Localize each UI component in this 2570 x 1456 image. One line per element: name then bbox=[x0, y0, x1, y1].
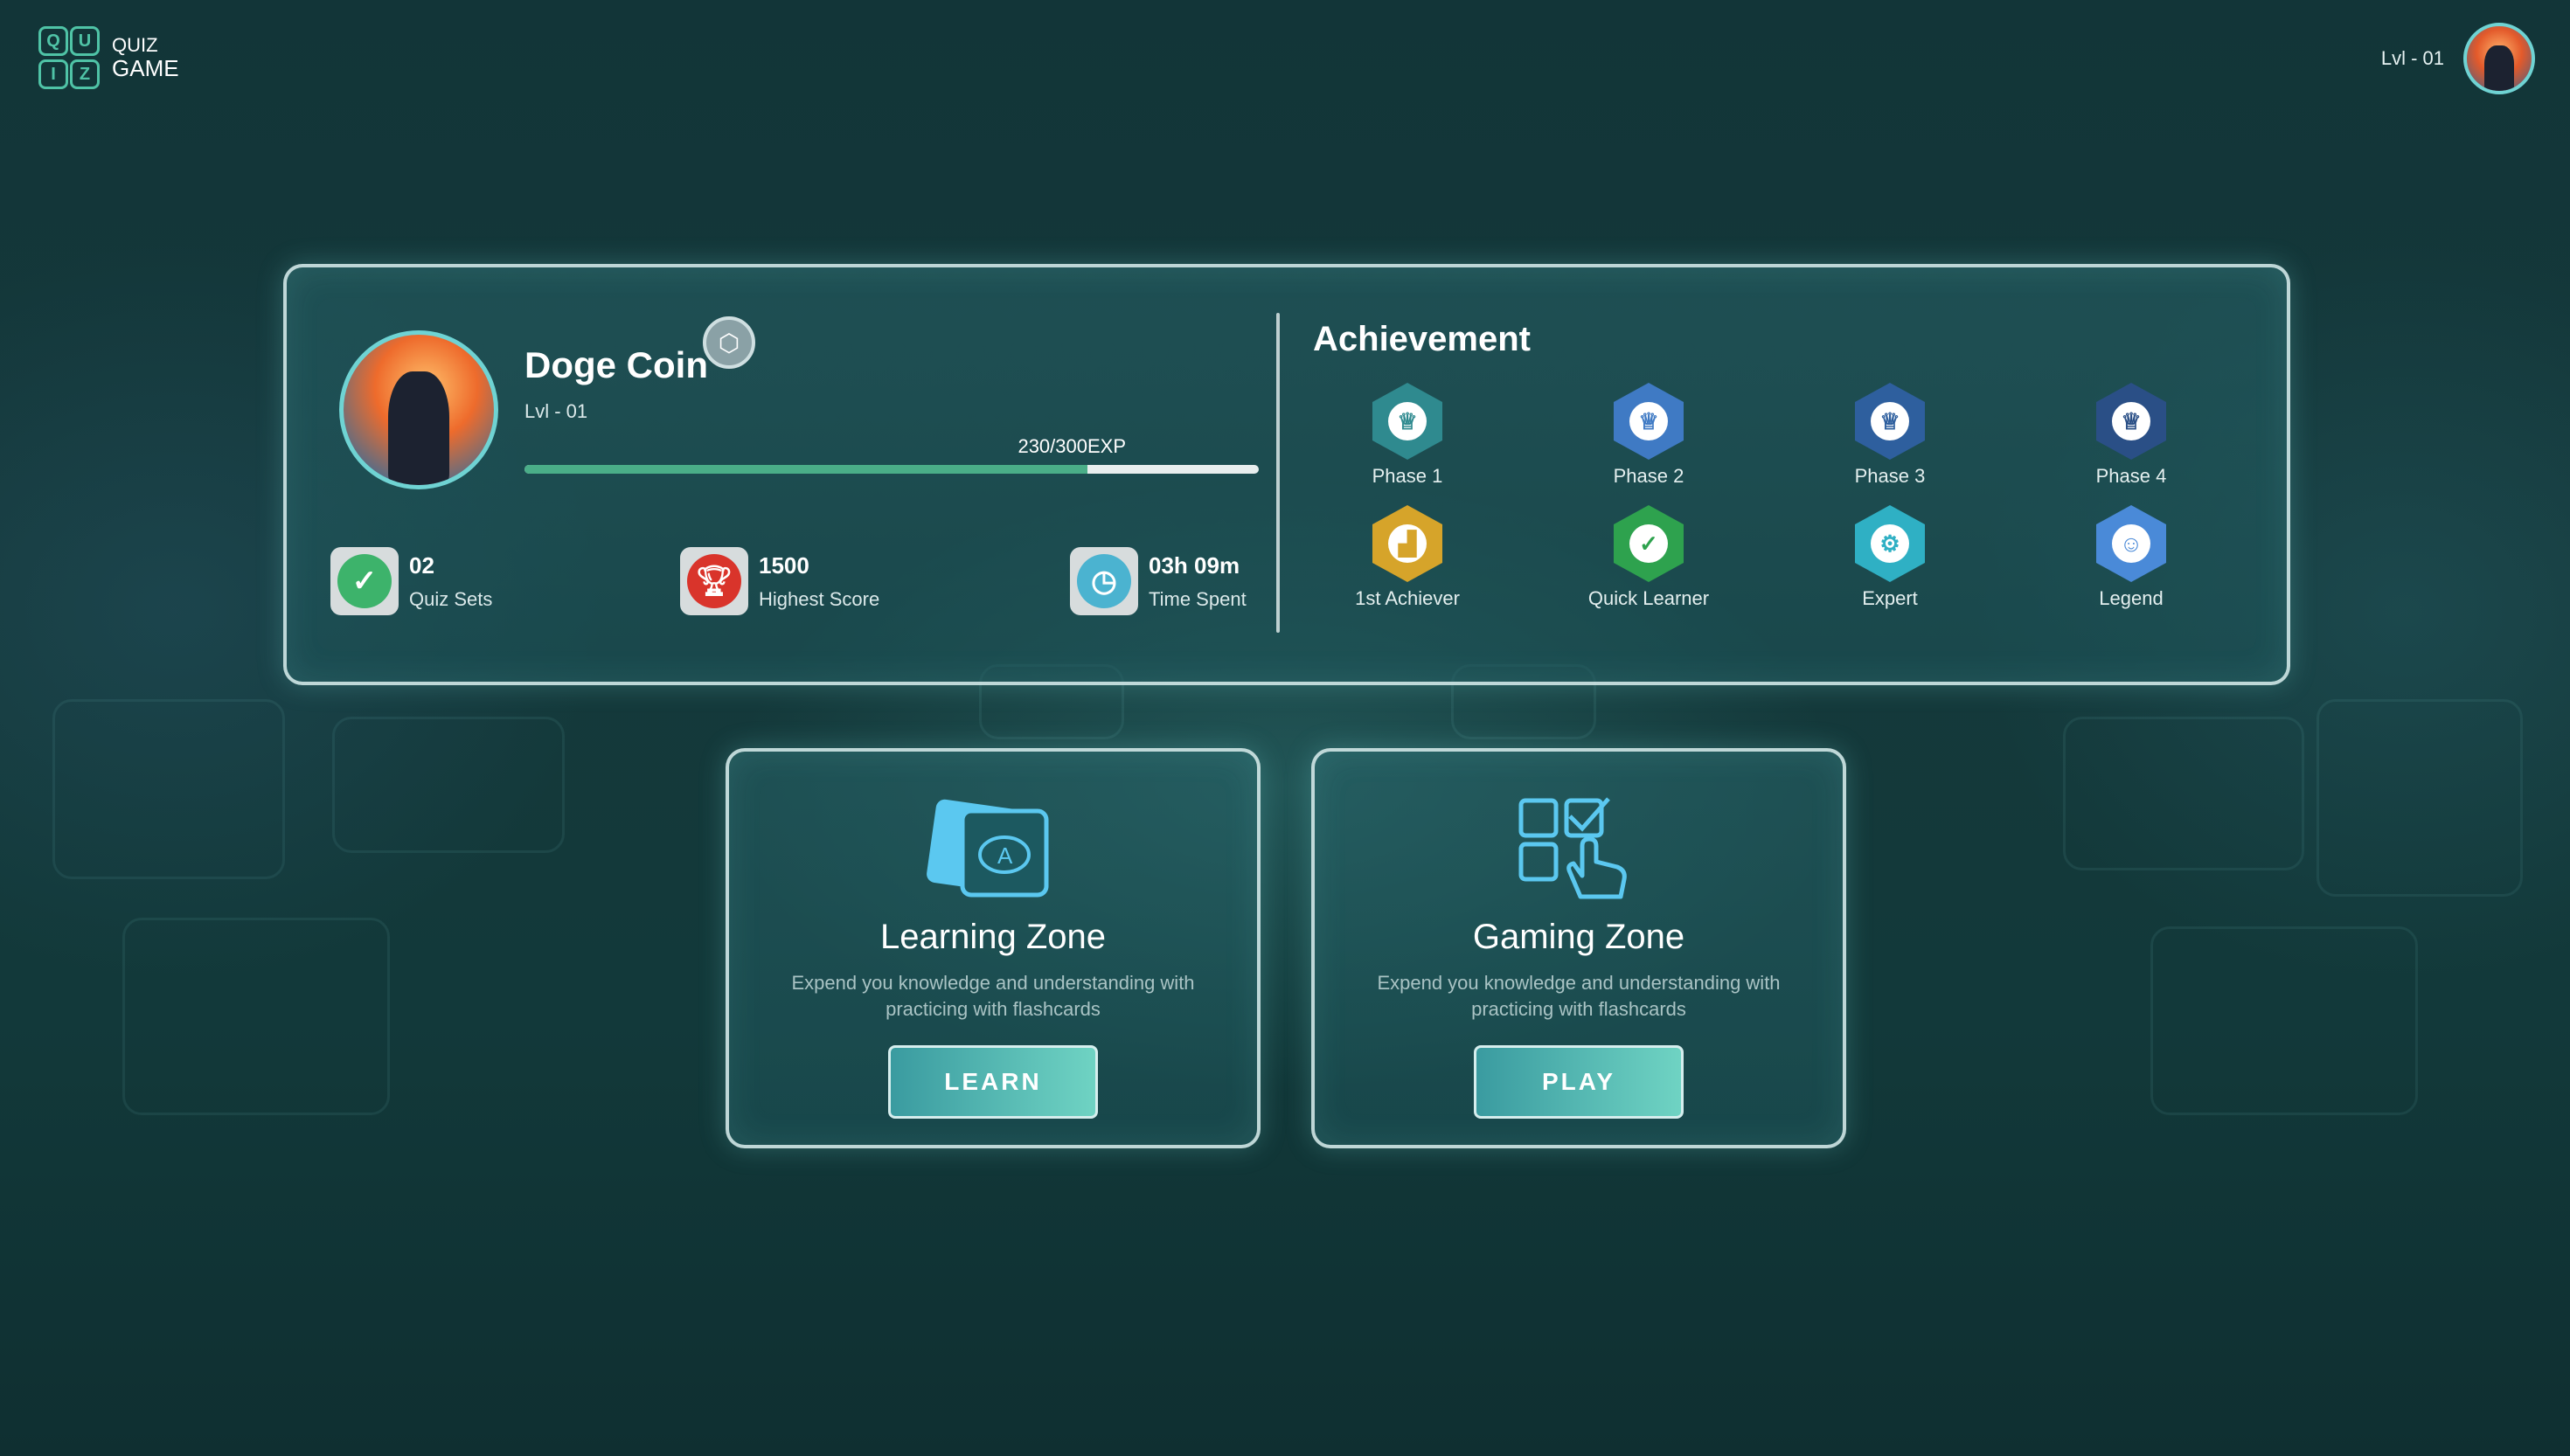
flashcard-icon: A bbox=[927, 799, 1049, 898]
background-frame bbox=[52, 699, 285, 879]
coin-badge-icon: ⬡ bbox=[703, 316, 755, 369]
achievement-phase-1[interactable]: ♕ Phase 1 bbox=[1311, 383, 1504, 488]
logo-line-1: QUIZ bbox=[112, 33, 158, 56]
background-frame bbox=[122, 918, 390, 1115]
stat-time-spent: ◷ 03h 09m Time Spent bbox=[1070, 547, 1247, 615]
stat-highest-score: 🏆︎ 1500 Highest Score bbox=[680, 547, 879, 615]
learn-button[interactable]: LEARN bbox=[888, 1045, 1098, 1119]
logo-icon: Q U I Z bbox=[38, 26, 100, 89]
background-frame bbox=[2150, 926, 2418, 1115]
achievement-quick-learner[interactable]: ✓ Quick Learner bbox=[1552, 505, 1745, 610]
logo-line-2: GAME bbox=[112, 54, 179, 81]
achievement-1st-achiever[interactable]: ▟ 1st Achiever bbox=[1311, 505, 1504, 610]
stat-quiz-sets: ✓ 02 Quiz Sets bbox=[330, 547, 492, 615]
achievement-label: Phase 3 bbox=[1854, 465, 1926, 487]
logo-letter: U bbox=[70, 26, 100, 56]
stat-icon-frame: ✓ bbox=[330, 547, 399, 615]
achievement-label: Legend bbox=[2099, 587, 2164, 609]
exp-progress-bar bbox=[524, 465, 1259, 474]
zone-description: Expend you knowledge and understanding w… bbox=[791, 972, 1195, 1020]
logo-text: QUIZ GAME bbox=[112, 33, 179, 81]
achievement-label: Expert bbox=[1862, 587, 1918, 609]
trophy-icon: ♕ bbox=[1614, 383, 1684, 460]
play-button[interactable]: PLAY bbox=[1474, 1045, 1684, 1119]
exp-progress-fill bbox=[524, 465, 1088, 474]
stat-icon-frame: ◷ bbox=[1070, 547, 1138, 615]
achievement-legend[interactable]: ☺ Legend bbox=[2035, 505, 2227, 610]
trophy-icon: ♕ bbox=[1372, 383, 1442, 460]
check-icon: ✓ bbox=[337, 554, 392, 608]
profile-level: Lvl - 01 bbox=[524, 400, 588, 422]
achievement-phase-3[interactable]: ♕ Phase 3 bbox=[1794, 383, 1986, 488]
background-frame bbox=[2316, 699, 2523, 897]
stat-value: 02 bbox=[409, 551, 434, 579]
background-frame bbox=[2063, 717, 2304, 870]
card-divider bbox=[1276, 313, 1280, 633]
logo-letter: Q bbox=[38, 26, 68, 56]
check-icon: ✓ bbox=[1614, 505, 1684, 582]
header-level: Lvl - 01 bbox=[2380, 47, 2444, 69]
trophy-icon: ♕ bbox=[1855, 383, 1925, 460]
achievement-phase-2[interactable]: ♕ Phase 2 bbox=[1552, 383, 1745, 488]
stat-value: 03h 09m bbox=[1149, 551, 1240, 579]
achievement-title: Achievement bbox=[1313, 320, 1531, 358]
podium-icon: ▟ bbox=[1372, 505, 1442, 582]
background-frame bbox=[332, 717, 565, 853]
achievement-label: 1st Achiever bbox=[1355, 587, 1460, 609]
gear-icon: ⚙ bbox=[1855, 505, 1925, 582]
app-logo[interactable]: Q U I Z QUIZ GAME bbox=[38, 26, 179, 89]
achievement-label: Phase 1 bbox=[1372, 465, 1443, 487]
svg-text:A: A bbox=[997, 842, 1013, 869]
astronaut-icon bbox=[2484, 45, 2514, 91]
stopwatch-icon: ◷ bbox=[1077, 554, 1131, 608]
logo-letter: Z bbox=[70, 59, 100, 89]
trophy-icon: 🏆︎ bbox=[687, 554, 741, 608]
exp-text: 230/300EXP bbox=[1018, 435, 1126, 457]
achievement-expert[interactable]: ⚙ Expert bbox=[1794, 505, 1986, 610]
achievement-label: Phase 2 bbox=[1613, 465, 1684, 487]
profile-name: Doge Coin bbox=[524, 344, 708, 385]
stat-icon-frame: 🏆︎ bbox=[680, 547, 748, 615]
user-menu[interactable]: Lvl - 01 bbox=[2381, 23, 2535, 94]
avatar[interactable] bbox=[2463, 23, 2535, 94]
stat-value: 1500 bbox=[759, 551, 809, 579]
logo-letter: I bbox=[38, 59, 68, 89]
achievement-label: Quick Learner bbox=[1587, 587, 1710, 609]
achievement-label: Phase 4 bbox=[2095, 465, 2167, 487]
profile-card: Doge Coin ⬡ Lvl - 01 230/300EXP ✓ 02 Qui… bbox=[283, 264, 2290, 685]
zone-title: Learning Zone bbox=[880, 918, 1106, 956]
stat-label: Quiz Sets bbox=[409, 587, 493, 610]
gaming-zone-card[interactable]: Gaming Zone Expend you knowledge and und… bbox=[1311, 748, 1846, 1148]
tap-grid-icon bbox=[1518, 797, 1627, 899]
learning-zone-card[interactable]: A Learning Zone Expend you knowledge and… bbox=[726, 748, 1261, 1148]
zone-description: Expend you knowledge and understanding w… bbox=[1377, 972, 1781, 1020]
profile-avatar bbox=[339, 330, 498, 489]
trophy-icon: ♕ bbox=[2096, 383, 2166, 460]
astronaut-icon bbox=[388, 371, 449, 485]
zone-title: Gaming Zone bbox=[1472, 918, 1685, 956]
person-icon: ☺ bbox=[2096, 505, 2166, 582]
achievement-phase-4[interactable]: ♕ Phase 4 bbox=[2035, 383, 2227, 488]
stat-label: Highest Score bbox=[759, 587, 880, 610]
stat-label: Time Spent bbox=[1149, 587, 1247, 610]
